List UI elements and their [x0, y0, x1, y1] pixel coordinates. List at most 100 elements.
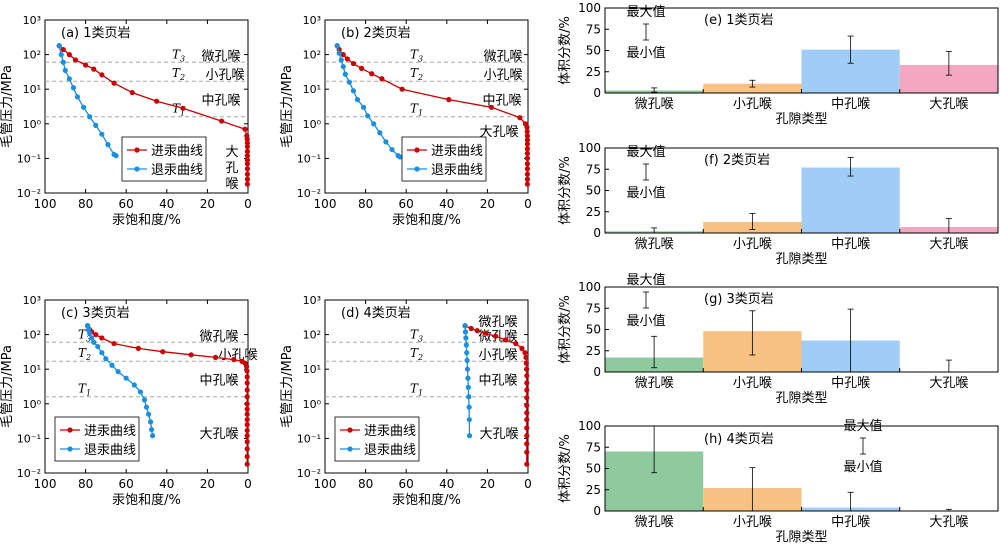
x-tick-label: 40: [159, 477, 174, 491]
data-point-imbibition: [523, 360, 529, 366]
y-tick-label: 10⁻¹: [297, 152, 321, 165]
threshold-subscript: 3: [86, 334, 91, 343]
threshold-label: T: [78, 346, 87, 360]
data-point-drainage: [103, 356, 109, 362]
y-axis-label: 体积分数/%: [558, 16, 573, 85]
x-axis-label: 汞饱和度/%: [112, 492, 181, 508]
y-axis-label: 体积分数/%: [558, 156, 573, 225]
x-tick-label: 大孔喉: [929, 515, 968, 530]
x-tick-label: 小孔喉: [733, 97, 772, 112]
zone-label: 微孔喉: [483, 49, 522, 64]
data-point-imbibition: [244, 461, 250, 467]
data-point-imbibition: [99, 72, 105, 78]
x-axis-label: 汞饱和度/%: [392, 492, 461, 508]
series-line-drainage: [336, 45, 401, 158]
zone-label: 孔: [225, 161, 238, 176]
y-tick-label: 10⁻²: [297, 187, 321, 200]
data-point-drainage: [143, 404, 150, 410]
data-point-imbibition: [244, 148, 250, 154]
data-point-imbibition: [219, 118, 225, 124]
zone-label: 中孔喉: [478, 374, 517, 389]
errbar-legend-max: 最大值: [626, 272, 665, 288]
y-axis-label: 毛管压力/MPa: [280, 65, 295, 148]
legend-label: 进汞曲线: [431, 144, 483, 159]
data-point-imbibition: [522, 350, 528, 356]
data-point-drainage: [91, 339, 97, 345]
data-point-imbibition: [350, 60, 357, 67]
y-tick-label: 50: [586, 44, 601, 58]
data-point-imbibition: [244, 136, 250, 142]
zone-label: 微孔喉: [478, 315, 517, 330]
panel-title: (b) 2类页岩: [341, 26, 411, 41]
data-point-imbibition: [60, 46, 66, 53]
data-point-imbibition: [135, 345, 141, 351]
data-point-drainage: [141, 397, 148, 403]
zone-label: 喉: [225, 177, 238, 192]
errbar-legend-max: 最大值: [626, 4, 665, 20]
legend-swatch-marker: [67, 446, 73, 452]
panel-title: (g) 3类页岩: [704, 292, 774, 307]
data-point-imbibition: [524, 161, 530, 167]
data-point-imbibition: [399, 86, 405, 92]
threshold-label: T: [172, 47, 181, 61]
legend-swatch-marker: [347, 427, 353, 433]
data-point-drainage: [389, 146, 395, 153]
threshold-subscript: 3: [418, 54, 423, 63]
data-point-imbibition: [129, 89, 135, 96]
data-point-drainage: [354, 97, 361, 103]
data-point-imbibition: [231, 356, 237, 363]
zone-label: 小孔喉: [483, 68, 522, 83]
data-point-drainage: [87, 114, 93, 120]
data-point-imbibition: [244, 439, 250, 445]
y-tick-label: 100: [578, 280, 601, 294]
y-tick-label: 10²: [303, 329, 321, 342]
data-point-drainage: [87, 330, 93, 336]
zone-label: 大孔喉: [199, 427, 238, 442]
x-tick-label: 小孔喉: [733, 237, 772, 252]
data-point-imbibition: [524, 141, 530, 147]
data-point-imbibition: [446, 97, 452, 103]
zone-label: 微孔喉: [201, 49, 240, 64]
data-point-imbibition: [524, 150, 530, 156]
data-point-imbibition: [91, 66, 97, 72]
data-point-imbibition: [244, 374, 250, 380]
data-point-imbibition: [468, 325, 474, 332]
data-point-imbibition: [519, 345, 525, 351]
threshold-label: T: [78, 327, 87, 341]
threshold-label: T: [78, 382, 87, 396]
y-tick-label: 50: [586, 462, 601, 476]
x-tick-label: 60: [119, 477, 134, 491]
x-tick-label: 微孔喉: [635, 515, 674, 530]
data-point-imbibition: [523, 354, 529, 360]
y-tick-label: 10⁰: [23, 118, 42, 131]
legend-label: 进汞曲线: [364, 424, 416, 439]
y-tick-label: 0: [593, 86, 601, 100]
legend-label: 退汞曲线: [151, 163, 203, 178]
zone-label: 小孔喉: [205, 68, 244, 83]
y-axis-label: 毛管压力/MPa: [280, 345, 295, 428]
x-tick-label: 小孔喉: [733, 515, 772, 530]
x-tick-label: 20: [480, 477, 495, 491]
data-point-imbibition: [244, 406, 250, 412]
x-axis-label: 汞饱和度/%: [392, 212, 461, 228]
x-tick-label: 大孔喉: [929, 97, 968, 112]
y-tick-label: 10²: [23, 49, 41, 62]
data-point-drainage: [464, 366, 471, 372]
data-point-imbibition: [243, 363, 250, 370]
data-point-imbibition: [72, 57, 79, 63]
y-tick-label: 0: [593, 365, 601, 379]
threshold-label: T: [410, 66, 419, 80]
y-tick-label: 10⁰: [303, 398, 322, 411]
legend-label: 退汞曲线: [431, 163, 483, 178]
y-tick-label: 10¹: [303, 83, 321, 96]
data-point-drainage: [147, 419, 154, 425]
bar-1: [703, 83, 802, 93]
y-tick-label: 10⁻¹: [297, 432, 321, 445]
panel-title: (f) 2类页岩: [704, 153, 770, 168]
data-point-drainage: [336, 50, 342, 56]
data-point-imbibition: [524, 373, 530, 379]
data-point-imbibition: [244, 176, 250, 182]
data-point-imbibition: [244, 368, 250, 374]
